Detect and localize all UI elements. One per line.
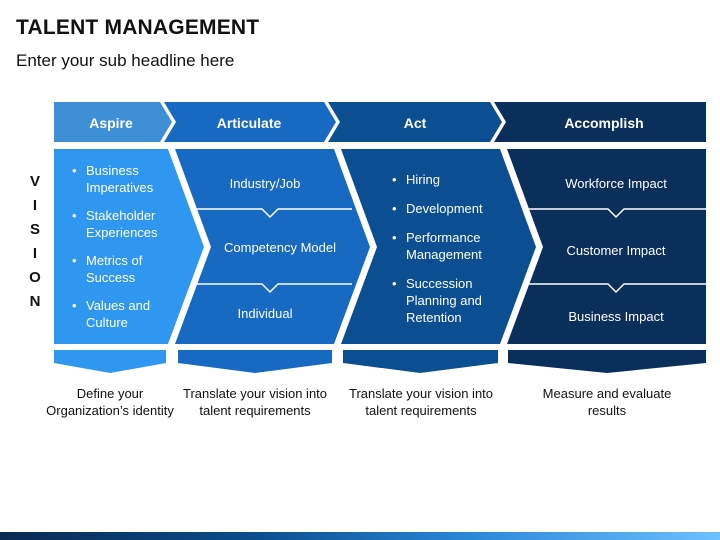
act-header-label: Act [403, 115, 427, 131]
accomplish-cell-workforce: Workforce Impact [565, 176, 667, 191]
accomplish-body-shape [507, 149, 706, 344]
aspire-pointer-shape [54, 350, 166, 373]
act-pointer-shape [343, 350, 498, 373]
articulate-cell-competency: Competency Model [224, 240, 336, 255]
aspire-caption: Define your Organization’s identity [46, 386, 174, 418]
act-caption: Translate your vision into talent requir… [348, 386, 494, 418]
vision-label: V I S I O N [22, 170, 48, 314]
vision-letter: S [29, 221, 40, 238]
accomplish-divider-2 [526, 283, 706, 294]
vision-letter: I [32, 197, 38, 214]
list-item: Stakeholder Experiences [70, 207, 180, 241]
accomplish-cell-customer: Customer Impact [566, 243, 666, 258]
page-subtitle: Enter your sub headline here [16, 51, 235, 70]
list-item: Metrics of Success [70, 252, 180, 286]
accomplish-caption: Measure and evaluate results [542, 386, 672, 418]
articulate-divider-2 [194, 283, 352, 294]
list-item: Performance Management [390, 229, 500, 263]
articulate-divider-1 [194, 208, 352, 219]
articulate-cell-individual: Individual [237, 306, 293, 321]
accomplish-divider-1 [526, 208, 706, 219]
aspire-bullet-list: Business Imperatives Stakeholder Experie… [70, 162, 180, 331]
list-item: Values and Culture [70, 297, 180, 331]
articulate-header-shape [164, 102, 336, 142]
list-item: Hiring [390, 171, 500, 188]
page-title: TALENT MANAGEMENT [16, 16, 260, 39]
list-item: Business Imperatives [70, 162, 180, 196]
vision-letter: V [29, 173, 40, 190]
articulate-caption: Translate your vision into talent requir… [182, 386, 328, 418]
vision-letter: O [29, 269, 41, 286]
articulate-header-label: Articulate [216, 115, 282, 131]
act-bullet-list: Hiring Development Performance Managemen… [390, 171, 500, 326]
act-header-shape [328, 102, 502, 142]
list-item: Development [390, 200, 500, 217]
articulate-pointer-shape [178, 350, 332, 373]
articulate-body-shape [175, 149, 370, 344]
accomplish-header-shape [494, 102, 706, 142]
accomplish-header-label: Accomplish [564, 115, 644, 131]
accomplish-cell-business: Business Impact [568, 309, 664, 324]
aspire-header-label: Aspire [89, 115, 133, 131]
bottom-accent-bar [0, 532, 720, 540]
vision-letter: I [32, 245, 38, 262]
accomplish-pointer-shape [508, 350, 706, 373]
list-item: Succession Planning and Retention [390, 275, 500, 326]
aspire-header-shape [54, 102, 172, 142]
vision-letter: N [29, 293, 41, 310]
aspire-body-shape [54, 149, 204, 344]
articulate-cell-industry: Industry/Job [229, 176, 301, 191]
